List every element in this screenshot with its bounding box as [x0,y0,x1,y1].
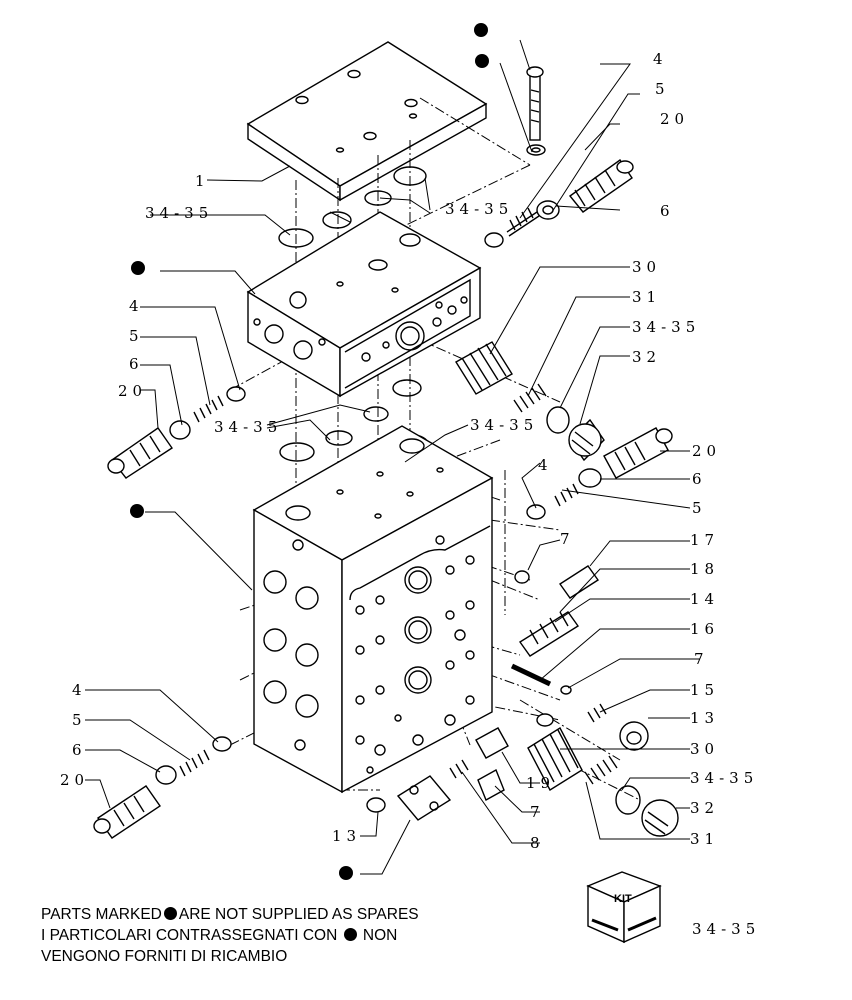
callout-6-top: 6 [660,202,675,220]
note-line-3: VENGONO FORNITI DI RICAMBIO [41,948,288,965]
callout-34-35-e: 34-35 [470,416,538,434]
note-marker-dot-1 [163,907,177,920]
note-line-1: PARTS MARKED ARE NOT SUPPLIED AS SPARES [41,905,419,925]
callout-18: 18 [690,560,719,578]
callout-34-35-b: 34-35 [445,200,513,218]
note-line-1-end: ARE NOT SUPPLIED AS SPARES [178,906,419,923]
marker-dot-3 [131,261,145,275]
spool-assembly-middle-right [455,341,605,462]
middle-valve-section [246,211,482,398]
fittings-bottom [366,727,509,821]
callout-4-left: 4 [129,297,144,315]
non-spare-markers [130,23,489,880]
leader-lines [85,39,700,875]
callout-13-bottom: 13 [332,827,361,845]
callout-32-upper: 32 [632,348,661,366]
callout-30-lower: 30 [690,740,719,758]
callout-13-right: 13 [690,709,719,727]
callout-34-35-a: 34-35 [145,204,213,222]
callout-34-35-d: 34-35 [214,418,282,436]
callout-7-middle: 7 [694,650,709,668]
callout-34-35-f: 34-35 [690,769,758,787]
callout-5-left: 5 [129,327,144,345]
callout-31-upper: 31 [632,288,661,306]
callout-7-upper: 7 [560,530,575,548]
relief-cartridge-lower-left [93,736,232,839]
note-line-2: I PARTICOLARI CONTRASSEGNATI CON NON [41,926,397,946]
kit-box-icon [586,871,662,944]
callout-20-lower-left: 20 [60,771,89,789]
callout-31-lower: 31 [690,830,719,848]
callout-6-lower-left: 6 [72,741,87,759]
bolt-with-washer [526,66,546,156]
marker-dot-1 [474,23,488,37]
callout-5-right: 5 [692,499,707,517]
marker-dot-2 [475,54,489,68]
callout-20-top: 20 [660,110,689,128]
callout-15: 15 [690,681,719,699]
callout-20-right: 20 [692,442,721,460]
note-line-2-start: I PARTICOLARI CONTRASSEGNATI CON [41,927,338,944]
top-cover-plate [246,41,488,202]
note-line-1-start: PARTS MARKED [41,906,162,923]
main-valve-body [252,425,494,794]
kit-label: KIT [614,893,632,905]
relief-cartridge-right [526,427,673,520]
callout-14: 14 [690,590,719,608]
callout-32-lower: 32 [690,799,719,817]
callout-17: 17 [690,531,719,549]
callout-7-lower: 7 [530,803,545,821]
callout-5-lower-left: 5 [72,711,87,729]
spool-assembly-lower-right [527,727,679,837]
fittings-right-column [510,565,649,751]
relief-cartridge-middle-left [107,386,246,479]
callout-6-left: 6 [129,355,144,373]
marker-dot-5 [339,866,353,880]
callout-5-top: 5 [655,80,670,98]
callout-labels: 1 4 5 20 6 34-35 34-35 30 31 34-35 32 4 … [60,50,760,938]
note-marker-dot-2 [343,928,357,941]
callout-34-35-kit: 34-35 [692,920,760,938]
marker-dot-4 [130,504,144,518]
note-line-2-end: NON [362,927,398,944]
callout-19: 19 [526,774,555,792]
callout-8: 8 [530,834,545,852]
callout-34-35-c: 34-35 [632,318,700,336]
callout-4-top: 4 [653,50,668,68]
relief-cartridge-upper-right [484,159,634,248]
callout-4-lower-left: 4 [72,681,87,699]
callout-4-right: 4 [538,456,553,474]
callout-20-left: 20 [118,382,147,400]
callout-30-upper: 30 [632,258,661,276]
callout-1: 1 [195,172,210,190]
callout-6-right: 6 [692,470,707,488]
callout-16: 16 [690,620,719,638]
